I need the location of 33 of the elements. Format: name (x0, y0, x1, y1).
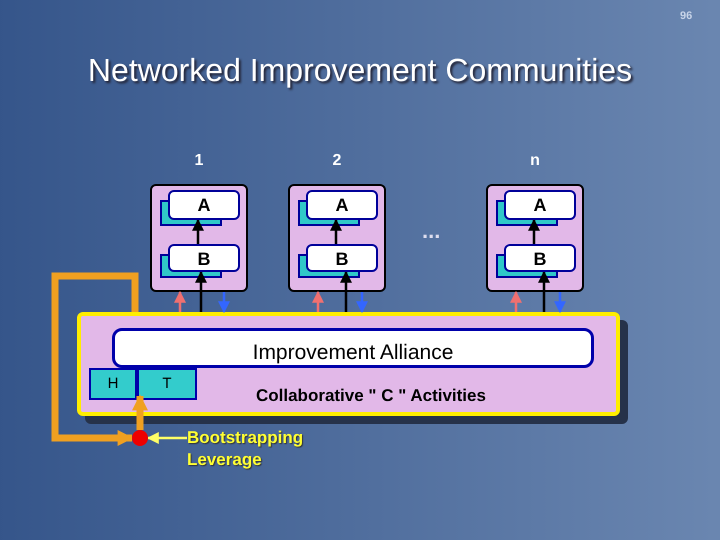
step-box: B (504, 244, 576, 272)
arrow (528, 218, 540, 244)
slide-title: Networked Improvement Communities (86, 52, 634, 89)
junction-dot (132, 430, 148, 446)
ellipsis: ... (422, 218, 440, 244)
arrow (192, 218, 204, 244)
leader-arrow (146, 432, 187, 444)
alliance-box: Improvement Alliance (112, 328, 594, 368)
arrow (340, 270, 352, 312)
column-number: 2 (332, 152, 342, 171)
step-box: A (306, 190, 378, 220)
tab-box: T (137, 368, 197, 400)
column-number: n (529, 152, 541, 171)
column-number: 1 (194, 152, 204, 171)
arrow (218, 292, 230, 314)
arrow (510, 290, 522, 312)
step-box: A (504, 190, 576, 220)
arrow (330, 218, 342, 244)
tab-box: H (89, 368, 137, 400)
arrow (554, 292, 566, 314)
step-box: B (168, 244, 240, 272)
page-number: 96 (680, 10, 692, 22)
callout-text: Bootstrapping Leverage (187, 427, 327, 471)
arrow (174, 290, 186, 312)
arrow (538, 270, 550, 312)
arrow (195, 270, 207, 312)
arrow (132, 394, 148, 430)
panel-caption: Collaborative " C " Activities (256, 386, 486, 406)
step-box: B (306, 244, 378, 272)
arrow (356, 292, 368, 314)
step-box: A (168, 190, 240, 220)
arrow (52, 272, 138, 446)
arrow (312, 290, 324, 312)
